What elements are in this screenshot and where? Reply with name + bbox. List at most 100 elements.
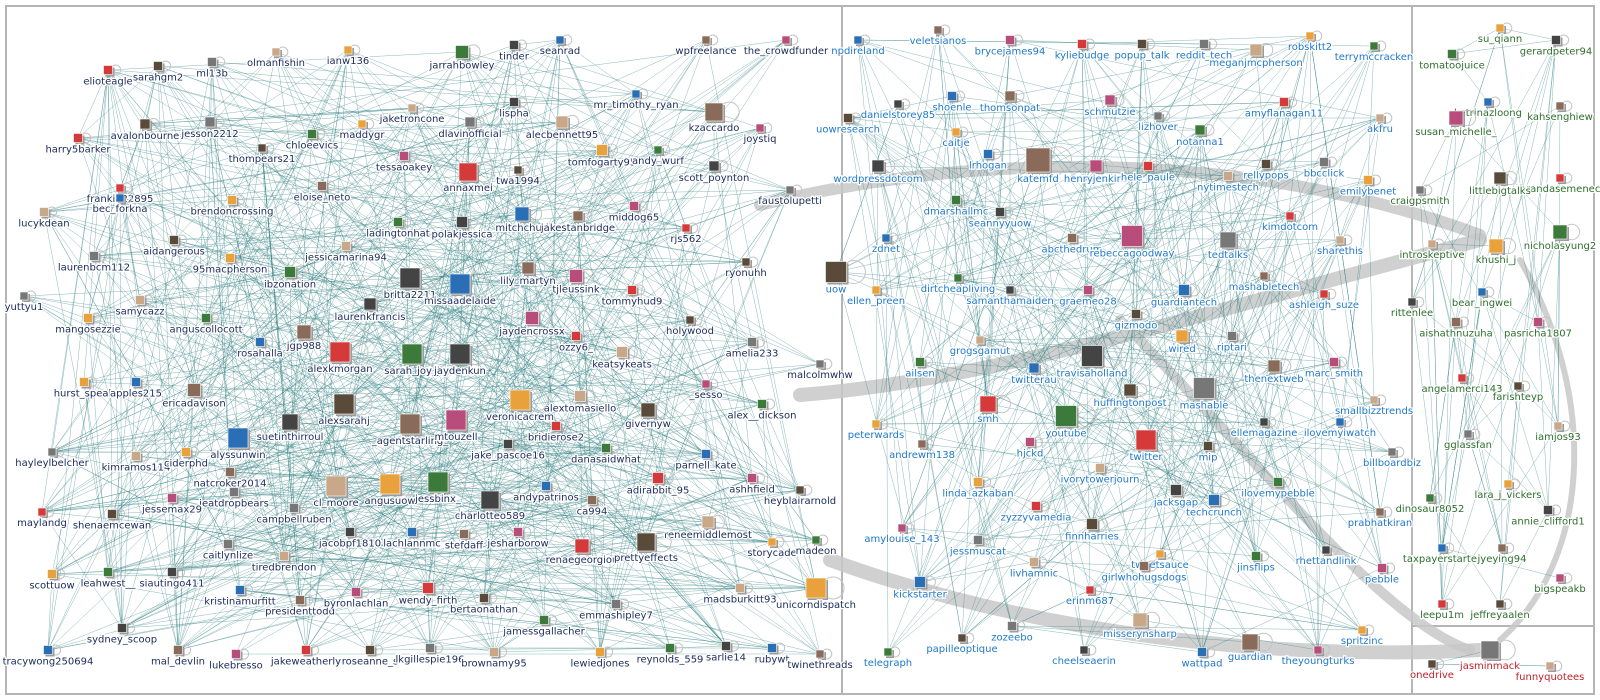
node-mip[interactable]: mip: [1197, 440, 1222, 465]
node-wattpad[interactable]: wattpad: [1180, 646, 1224, 671]
node-heyblairarnold[interactable]: heyblairarnold: [763, 484, 837, 508]
node-rubywt[interactable]: rubywt: [753, 642, 791, 667]
node-keatsykeats[interactable]: keatsykeats: [591, 345, 653, 372]
node-susan_michelle_[interactable]: susan_michelle_: [1414, 109, 1499, 139]
node-guardian[interactable]: guardian: [1227, 632, 1273, 664]
node-laurenbcm112[interactable]: laurenbcm112: [57, 250, 131, 275]
node-prettyeffects[interactable]: prettyeffects: [613, 531, 679, 565]
node-rhettandlink[interactable]: rhettandlink: [1294, 544, 1358, 568]
node-mtouzell[interactable]: mtouzell: [433, 408, 485, 444]
node-riptari[interactable]: riptari: [1216, 330, 1248, 355]
node-tracywong250694[interactable]: tracywong250694: [1, 644, 95, 669]
node-jessmuscat[interactable]: jessmuscat: [948, 534, 1007, 559]
node-harry5barker[interactable]: harry5barker: [44, 132, 113, 157]
node-techcrunch[interactable]: techcrunch: [1185, 493, 1243, 520]
node-notanna1[interactable]: notanna1: [1175, 124, 1225, 149]
node-dinosaur8052[interactable]: dinosaur8052: [1394, 492, 1466, 516]
node-jacksgap[interactable]: jacksgap: [1152, 483, 1199, 510]
node-taxpayerstarter[interactable]: taxpayerstarter: [1402, 542, 1483, 566]
node-guardiantech[interactable]: guardiantech: [1150, 283, 1218, 310]
node-ilovemyiwatch[interactable]: ilovemyiwatch: [1303, 416, 1377, 440]
node-tomatoojuice[interactable]: tomatoojuice: [1418, 48, 1486, 73]
node-thompears21[interactable]: thompears21: [227, 142, 297, 166]
node-misserynsharp[interactable]: misserynsharp: [1102, 611, 1178, 641]
node-laurenkfrancis[interactable]: laurenkfrancis: [333, 296, 407, 324]
node-angusuow[interactable]: angusuow: [363, 472, 419, 508]
node-alyssunwin[interactable]: alyssunwin: [209, 426, 267, 462]
node-_agentstarling_[interactable]: _agentstarling_: [370, 412, 450, 448]
node-rittenlee[interactable]: rittenlee: [1390, 296, 1434, 320]
node-ivorytowerjourn[interactable]: ivorytowerjourn: [1059, 462, 1141, 487]
node-ashleigh_suze[interactable]: ashleigh_suze: [1288, 288, 1360, 312]
node-hurst_speak[interactable]: hurst_speak: [52, 376, 116, 401]
node-elioteagle[interactable]: elioteagle: [82, 64, 134, 89]
node-popup_talk[interactable]: popup_talk: [1113, 38, 1171, 63]
node-ryonuhh[interactable]: ryonuhh: [724, 256, 768, 280]
node-sarahgm2[interactable]: sarahgm2: [132, 60, 184, 85]
node-angelamerci143[interactable]: angelamerci143: [1420, 372, 1504, 396]
node-reneemiddlemost[interactable]: reneemiddlemost: [663, 514, 753, 542]
node-tommyhud9[interactable]: tommyhud9: [600, 284, 664, 309]
node-olmanfishin[interactable]: olmanfishin: [246, 46, 306, 70]
node-charlotteo589[interactable]: charlotteo589: [454, 489, 526, 523]
node-mitchchuri[interactable]: mitchchuri: [494, 205, 550, 235]
node-annaxmei[interactable]: annaxmei: [442, 161, 494, 195]
node-su_qiann[interactable]: su_qiann: [1477, 22, 1523, 46]
node-renaegeorgiou[interactable]: renaegeorgiou: [544, 537, 620, 567]
node-gglassfan[interactable]: gglassfan: [1443, 428, 1493, 452]
node-brandasemenec[interactable]: brandasemenec: [1518, 172, 1600, 196]
node-ca994[interactable]: ca994: [575, 494, 609, 519]
node-spritzinc[interactable]: spritzinc: [1340, 624, 1384, 648]
node-amelia233[interactable]: amelia233: [724, 336, 780, 361]
node-rellypops[interactable]: rellypops: [1242, 158, 1290, 183]
node-uow[interactable]: uow: [824, 259, 866, 297]
node-smallbizztrends[interactable]: smallbizztrends: [1334, 394, 1414, 418]
node-madeon[interactable]: madeon: [794, 534, 838, 558]
node-aidangerous[interactable]: aidangerous: [142, 234, 206, 259]
node-middog65[interactable]: middog65: [608, 200, 660, 225]
node-ladingtonhat[interactable]: ladingtonhat: [365, 216, 431, 241]
node-seanrad[interactable]: seanrad: [539, 34, 581, 58]
node-shenaemcewan[interactable]: shenaemcewan: [72, 508, 152, 533]
node-henryjenkins[interactable]: henryjenkins: [1063, 158, 1129, 186]
node-akfru[interactable]: akfru: [1366, 112, 1394, 136]
node-alextomasiello[interactable]: alextomasiello: [542, 389, 618, 416]
node-roseanne_s[interactable]: roseanne_s: [340, 644, 400, 669]
node-jesharborow[interactable]: jesharborow: [485, 526, 550, 551]
node-brownamy95[interactable]: brownamy95: [460, 646, 528, 671]
node-lizhover[interactable]: lizhover: [1137, 110, 1180, 134]
node-zozeebo[interactable]: zozeebo: [990, 620, 1034, 645]
node-amyflanagan11[interactable]: amyflanagan11: [1244, 96, 1324, 121]
node-mashabletech[interactable]: mashabletech: [1227, 270, 1301, 294]
node-holywood[interactable]: holywood: [665, 314, 715, 338]
node-terrymccracken[interactable]: terrymccracken: [1334, 40, 1414, 64]
node-scott_poynton[interactable]: scott_poynton: [677, 160, 751, 185]
node-wordpressdotcom[interactable]: wordpressdotcom: [832, 158, 924, 186]
node-brendoncrossing[interactable]: brendoncrossing: [189, 194, 275, 219]
node-lucykdean[interactable]: lucykdean: [17, 206, 71, 231]
node-schmutzie[interactable]: schmutzie: [1083, 94, 1137, 119]
node-marc_smith[interactable]: marc_smith: [1304, 356, 1364, 381]
node-missaadelaide[interactable]: missaadelaide: [423, 272, 497, 308]
node-livhamnic[interactable]: livhamnic: [1009, 556, 1059, 581]
node-lrhogan[interactable]: lrhogan: [968, 148, 1008, 173]
node-emmashipley7[interactable]: emmashipley7: [578, 598, 654, 623]
node-ieatdropbears[interactable]: ieatdropbears: [198, 486, 270, 511]
node-ibzonation[interactable]: ibzonation: [263, 265, 317, 292]
node-andrewm138[interactable]: andrewm138: [888, 438, 956, 462]
node-twitter[interactable]: twitter: [1128, 428, 1175, 464]
node-lewiedjones[interactable]: lewiedjones: [569, 646, 631, 671]
node-thenextweb[interactable]: thenextweb: [1243, 358, 1305, 386]
node-dirtcheapliving[interactable]: dirtcheapliving: [919, 272, 997, 296]
node-jaketroncone[interactable]: jaketroncone: [377, 102, 446, 126]
node-gerardpeter94[interactable]: gerardpeter94: [1519, 34, 1593, 59]
node-caitlynlize[interactable]: caitlynlize: [202, 538, 254, 563]
node-iamjos93[interactable]: iamjos93: [1534, 420, 1582, 444]
node-ashhfield[interactable]: ashhfield: [728, 472, 776, 497]
node-lkgillespie196[interactable]: lkgillespie196: [394, 642, 466, 667]
node-andy_wurf[interactable]: andy_wurf: [631, 144, 686, 168]
node-tessaoakey[interactable]: tessaoakey: [375, 150, 434, 175]
node-sarah_joy_j[interactable]: sarah_joy_j: [383, 342, 441, 378]
node-linda_azkaban[interactable]: linda_azkaban: [941, 476, 1015, 501]
node-twitterau[interactable]: twitterau: [1010, 362, 1058, 387]
